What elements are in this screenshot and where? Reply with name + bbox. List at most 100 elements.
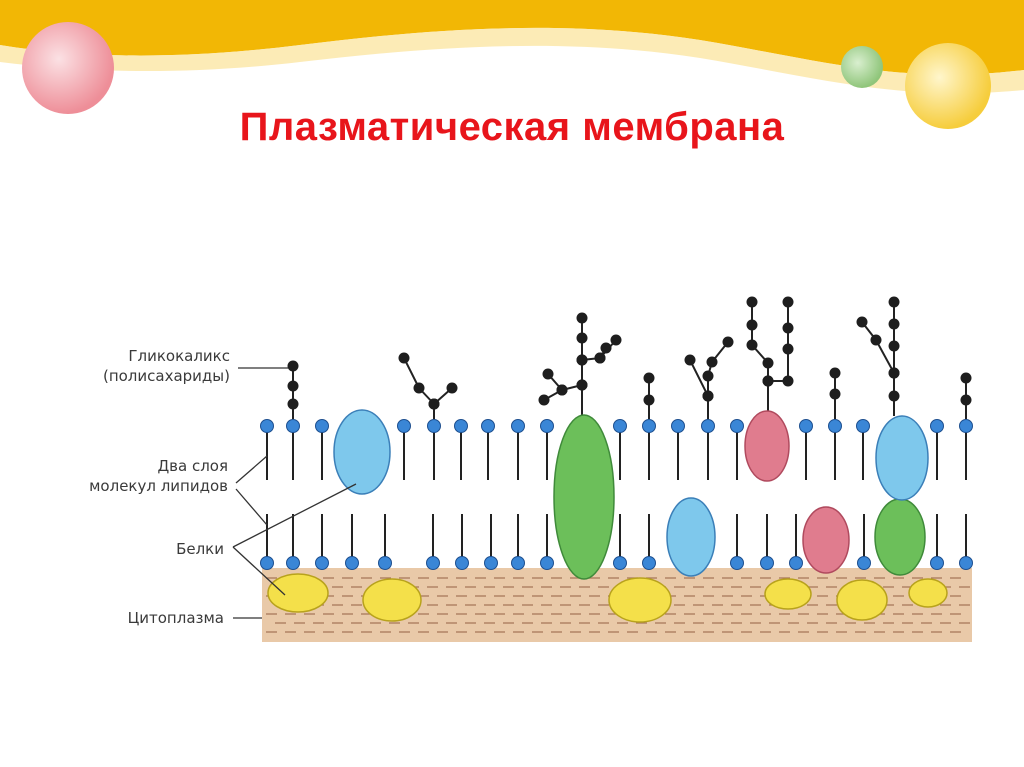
sugar-unit <box>782 322 794 334</box>
lipid-head <box>511 419 525 433</box>
protein-blue <box>333 409 391 495</box>
lipid-head <box>760 556 774 570</box>
label-glycocalyx: Гликокаликс (полисахариды) <box>103 346 230 386</box>
lipid-head <box>856 419 870 433</box>
lipid-head <box>959 556 973 570</box>
lipid-head <box>642 556 656 570</box>
sugar-unit <box>746 339 758 351</box>
lipid-head <box>613 556 627 570</box>
sugar-unit <box>782 375 794 387</box>
sugar-unit <box>556 384 568 396</box>
lipid-head <box>540 419 554 433</box>
sugar-unit <box>594 352 606 364</box>
lipid-head <box>730 556 744 570</box>
sugar-unit <box>762 357 774 369</box>
protein-yellow <box>836 579 888 621</box>
label-cytoplasm: Цитоплазма <box>127 609 224 627</box>
sugar-unit <box>643 372 655 384</box>
lipid-head <box>454 419 468 433</box>
lipid-head <box>286 556 300 570</box>
sugar-unit <box>576 332 588 344</box>
sugar-unit <box>870 334 882 346</box>
sugar-unit <box>782 343 794 355</box>
protein-yellow <box>362 578 422 622</box>
sugar-unit <box>610 334 622 346</box>
pointer-line <box>232 546 286 596</box>
sugar-unit <box>888 340 900 352</box>
glycocalyx-chains <box>287 296 972 419</box>
lipid-head <box>484 556 498 570</box>
sugar-unit <box>829 367 841 379</box>
lipid-head <box>799 419 813 433</box>
sugar-unit <box>706 356 718 368</box>
lipid-head <box>378 556 392 570</box>
lipid-head <box>857 556 871 570</box>
sugar-unit <box>856 316 868 328</box>
sugar-unit <box>746 319 758 331</box>
banner-wave <box>0 0 1024 75</box>
lipid-head <box>260 419 274 433</box>
protein-green-transmembrane <box>553 414 615 580</box>
protein-pink <box>802 506 850 574</box>
sugar-unit <box>576 312 588 324</box>
sugar-unit <box>684 354 696 366</box>
lipid-head <box>315 419 329 433</box>
sugar-unit <box>746 296 758 308</box>
label-lipids-line2: молекул липидов <box>89 477 228 495</box>
sugar-unit <box>287 360 299 372</box>
pointer-line <box>235 488 268 526</box>
lipid-head <box>789 556 803 570</box>
sugar-bond <box>689 359 709 397</box>
sugar-unit <box>576 354 588 366</box>
lipid-head <box>426 556 440 570</box>
green-bubble <box>841 46 883 88</box>
sugar-unit <box>888 390 900 402</box>
sugar-unit <box>702 370 714 382</box>
lipid-head <box>427 419 441 433</box>
sugar-unit <box>542 368 554 380</box>
sugar-unit <box>600 342 612 354</box>
sugar-unit <box>888 296 900 308</box>
sugar-unit <box>643 394 655 406</box>
lipid-head <box>315 556 329 570</box>
sugar-unit <box>888 318 900 330</box>
lipid-head <box>511 556 525 570</box>
lipid-head <box>930 556 944 570</box>
label-lipids-line1: Два слоя <box>157 457 228 475</box>
protein-yellow <box>908 578 948 608</box>
label-glycocalyx-line1: Гликокаликс <box>128 347 230 365</box>
sugar-unit <box>782 296 794 308</box>
sugar-unit <box>287 398 299 410</box>
lipid-head <box>540 556 554 570</box>
lipid-head <box>671 419 685 433</box>
protein-yellow <box>608 577 672 623</box>
decorative-banner <box>0 0 1024 129</box>
lipid-bilayer <box>260 419 973 570</box>
label-glycocalyx-line2: (полисахариды) <box>102 367 230 385</box>
pointer-line <box>232 483 357 548</box>
sugar-unit <box>446 382 458 394</box>
lipid-head <box>730 419 744 433</box>
lipid-head <box>481 419 495 433</box>
sugar-unit <box>722 336 734 348</box>
lipid-head <box>613 419 627 433</box>
sugar-unit <box>287 380 299 392</box>
sugar-unit <box>398 352 410 364</box>
sugar-unit <box>960 372 972 384</box>
slide-title: Плазматическая мембрана <box>239 105 785 149</box>
sugar-unit <box>538 394 550 406</box>
protein-yellow <box>267 573 329 613</box>
protein-pink <box>744 410 790 482</box>
sugar-unit <box>428 398 440 410</box>
lipid-head <box>930 419 944 433</box>
protein-blue <box>875 415 929 501</box>
protein-yellow <box>764 578 812 610</box>
lipid-head <box>345 556 359 570</box>
lipid-head <box>286 419 300 433</box>
sugar-unit <box>576 379 588 391</box>
sugar-unit <box>888 367 900 379</box>
protein-blue <box>666 497 716 577</box>
sugar-bond <box>875 339 895 374</box>
membrane-proteins <box>267 409 948 623</box>
label-lipids: Два слоя молекул липидов <box>89 456 228 496</box>
